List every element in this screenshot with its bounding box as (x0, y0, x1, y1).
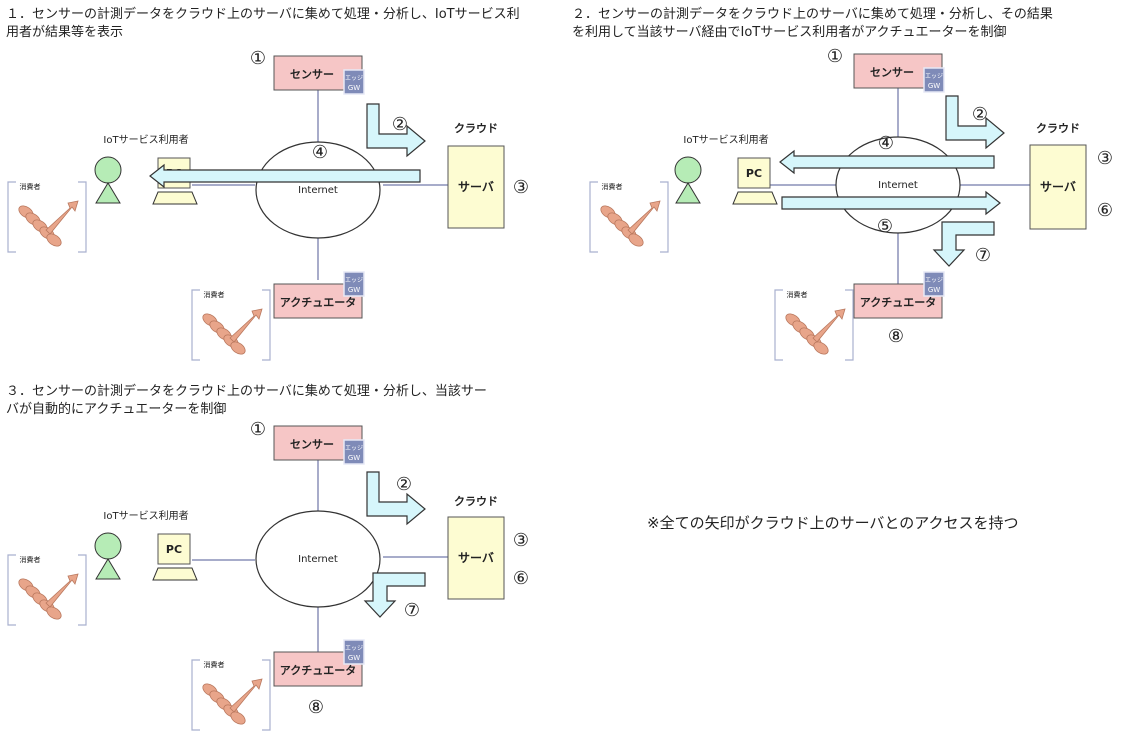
edge-gw-badge: エッジ GW (344, 272, 364, 296)
consumer-label: 消費者 (20, 555, 41, 564)
person-icon (95, 533, 121, 559)
gw-edge-label: エッジ (345, 645, 363, 652)
consumer-bracket-left (8, 555, 16, 625)
pc-keyboard-icon (153, 568, 197, 580)
iot-user-label: IoTサービス利用者 (683, 134, 768, 146)
double-arrow-icon (46, 574, 78, 607)
person-icon (95, 157, 121, 183)
consumer-bracket-right (78, 182, 86, 252)
step-s3-marker: ③ (1097, 148, 1113, 169)
step-s4-marker: ④ (312, 142, 328, 163)
pc-label: PC (166, 543, 182, 556)
step-s6-marker: ⑥ (1097, 200, 1113, 221)
sensor-label: センサー (870, 66, 914, 79)
edge-gw-badge: エッジ GW (924, 272, 944, 296)
edge-gw-badge: エッジ GW (924, 68, 944, 92)
step-s2-marker: ② (396, 474, 412, 495)
server-label: サーバ (458, 551, 494, 565)
actuator-label: アクチュエータ (280, 296, 356, 309)
step-s7-marker: ⑦ (404, 600, 420, 621)
pc-keyboard-icon (153, 192, 197, 204)
internet-label: Internet (298, 554, 338, 565)
consumer-bracket-right (660, 182, 668, 252)
step-s4-marker: ④ (878, 133, 894, 154)
gw-label: GW (348, 654, 360, 662)
consumer-bracket-left (192, 660, 200, 730)
sensor-label: センサー (290, 68, 334, 81)
double-arrow-icon (230, 309, 262, 342)
double-arrow-icon (46, 201, 78, 234)
person-body-icon (96, 183, 120, 203)
person-body-icon (676, 183, 700, 203)
gw-edge-label: エッジ (345, 445, 363, 452)
gw-edge-label: エッジ (345, 277, 363, 284)
gw-edge-label: エッジ (345, 75, 363, 82)
consumer-bracket-left (775, 290, 783, 360)
diagram-3: Internet センサーエッジ GW アクチュエータ エッジ GW サーバ クラウド IoTサ… (8, 419, 529, 730)
edge-gw-badge: エッジ GW (344, 440, 364, 464)
step-s1-marker: ① (827, 46, 843, 67)
gw-label: GW (928, 286, 940, 294)
step-s3-marker: ③ (513, 530, 529, 551)
gw-edge-label: エッジ (925, 73, 943, 80)
pc-keyboard-icon (733, 192, 777, 204)
double-arrow-icon (813, 309, 845, 342)
edge-gw-badge: エッジ GW (344, 640, 364, 664)
step-s6-marker: ⑥ (513, 568, 529, 589)
consumer-bracket-left (192, 290, 200, 360)
edge-gw-badge: エッジ GW (344, 70, 364, 94)
step-s1-marker: ① (250, 48, 266, 69)
consumer-label: 消費者 (204, 290, 225, 299)
consumer-bracket-left (590, 182, 598, 252)
consumer-bracket-right (262, 290, 270, 360)
gw-label: GW (348, 454, 360, 462)
internet-label: Internet (298, 185, 338, 196)
gw-label: GW (928, 82, 940, 90)
step-s8-marker: ⑧ (308, 697, 324, 718)
consumer-label: 消費者 (20, 182, 41, 191)
step-s2-marker: ② (392, 114, 408, 135)
step-s1-marker: ① (250, 419, 266, 440)
step-s8-marker: ⑧ (888, 326, 904, 347)
server-label: サーバ (458, 180, 494, 194)
double-arrow-icon (230, 679, 262, 712)
consumer-bracket-right (262, 660, 270, 730)
step-s2-marker: ② (972, 104, 988, 125)
gw-label: GW (348, 286, 360, 294)
step-s3-marker: ③ (513, 177, 529, 198)
cloud-label: クラウド (454, 122, 498, 135)
diagram-1: Internet センサーエッジ GW アクチュエータ エッジ GW サーバ クラウド IoTサ… (8, 48, 529, 360)
double-arrow-icon (628, 201, 660, 234)
iot-user-label: IoTサービス利用者 (103, 510, 188, 522)
pc-label: PC (746, 167, 762, 180)
consumer-bracket-right (78, 555, 86, 625)
internet-label: Internet (878, 180, 918, 191)
gw-edge-label: エッジ (925, 277, 943, 284)
diagram-2: Internet センサーエッジ GW アクチュエータ エッジ GW サーバ クラウド IoTサ… (590, 46, 1113, 360)
consumer-label: 消費者 (602, 182, 623, 191)
consumer-label: 消費者 (787, 290, 808, 299)
consumer-bracket-right (845, 290, 853, 360)
cloud-label: クラウド (1036, 122, 1080, 135)
consumer-bracket-left (8, 182, 16, 252)
consumer-label: 消費者 (204, 660, 225, 669)
server-label: サーバ (1040, 180, 1076, 194)
person-body-icon (96, 559, 120, 579)
cloud-label: クラウド (454, 495, 498, 508)
actuator-label: アクチュエータ (280, 664, 356, 677)
step-s7-marker: ⑦ (975, 245, 991, 266)
sensor-label: センサー (290, 438, 334, 451)
gw-label: GW (348, 84, 360, 92)
actuator-label: アクチュエータ (860, 296, 936, 309)
iot-user-label: IoTサービス利用者 (103, 134, 188, 146)
step-s5-marker: ⑤ (877, 216, 893, 237)
person-icon (675, 157, 701, 183)
